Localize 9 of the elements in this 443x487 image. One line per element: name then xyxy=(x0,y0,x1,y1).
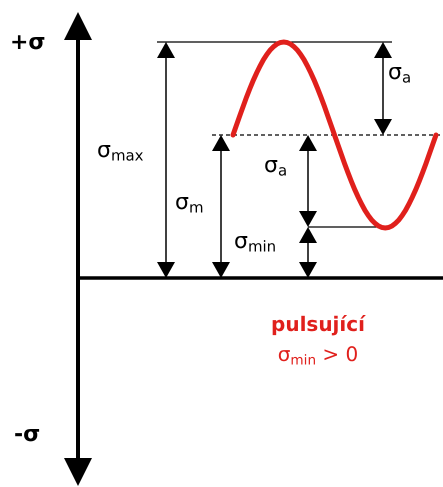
stress-type-label: pulsující xyxy=(271,314,365,334)
axis-label: -σ xyxy=(14,424,40,446)
dimension-label: σ$_{max}$ xyxy=(97,140,144,164)
dimension-label: σ$_{min}$ xyxy=(234,231,276,255)
dimension-label: σ$_{a}$ xyxy=(388,62,412,86)
dimension-label: σ$_{a}$ xyxy=(264,155,288,179)
dimension-label: σ$_{m}$ xyxy=(175,192,204,216)
condition-label: σ$_{min}$ > 0 xyxy=(278,344,358,368)
axis-label: +σ xyxy=(10,32,46,54)
